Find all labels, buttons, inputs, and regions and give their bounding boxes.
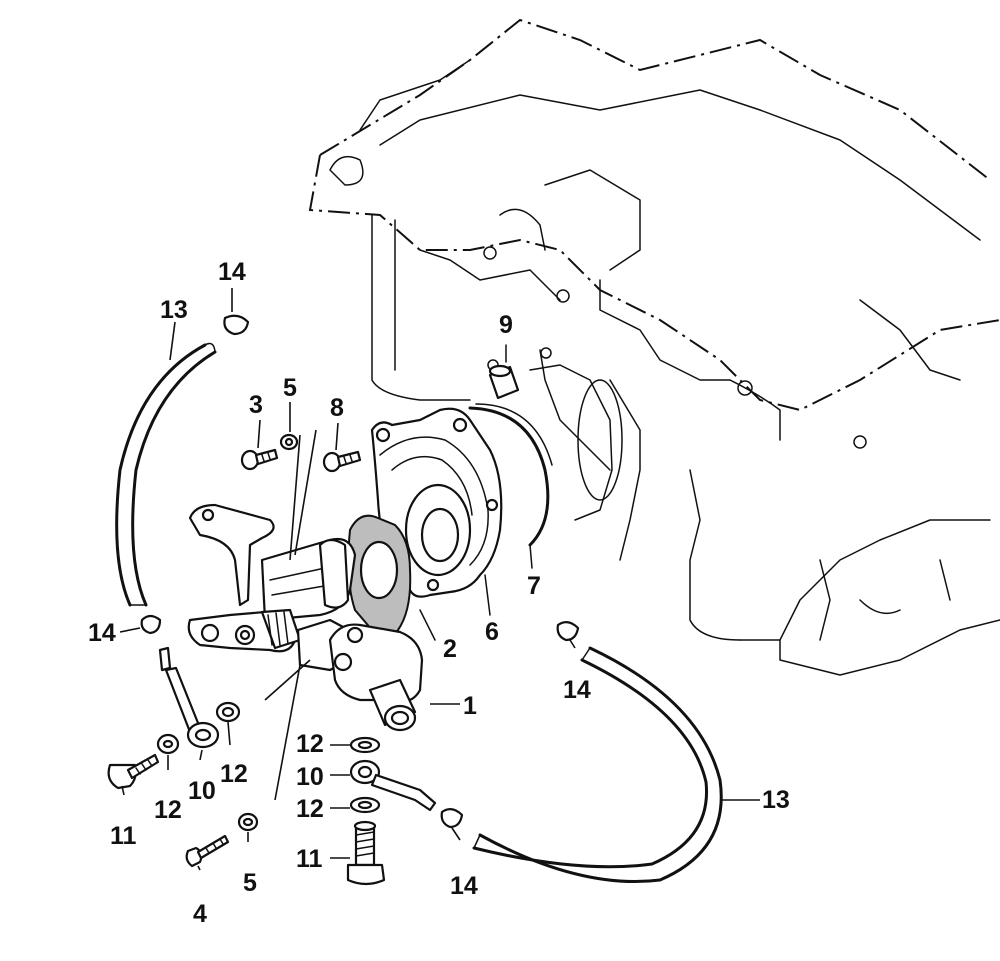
callout-1: 1 xyxy=(463,692,477,720)
left-fitting-set xyxy=(107,646,259,868)
callout-14-c: 14 xyxy=(563,676,591,704)
hose-clamps xyxy=(140,314,580,829)
callout-12-d: 12 xyxy=(296,795,324,823)
part-7-gasket xyxy=(468,403,553,569)
bracket-and-valve-body xyxy=(187,503,357,672)
callout-5-bottom: 5 xyxy=(243,869,257,897)
callout-13-left: 13 xyxy=(160,296,188,324)
hose-right xyxy=(472,646,723,884)
callout-7: 7 xyxy=(527,572,541,600)
callout-10-right: 10 xyxy=(296,763,324,791)
leader-lines xyxy=(119,288,760,871)
callout-11-right: 11 xyxy=(296,845,323,873)
callout-14-d: 14 xyxy=(450,872,478,900)
callout-12-b: 12 xyxy=(220,760,248,788)
callout-2: 2 xyxy=(443,635,457,663)
callout-12-a: 12 xyxy=(154,796,182,824)
callout-8: 8 xyxy=(330,394,344,422)
callout-12-c: 12 xyxy=(296,730,324,758)
engine-case-outline xyxy=(308,18,1000,676)
callout-3: 3 xyxy=(249,391,263,419)
callout-labels: 1 2 3 4 5 5 6 7 8 9 10 10 11 11 12 12 12… xyxy=(88,258,790,928)
callout-11-left: 11 xyxy=(110,822,137,850)
callout-10-left: 10 xyxy=(188,777,216,805)
callout-9: 9 xyxy=(499,311,513,339)
part-2-gasket xyxy=(347,514,436,641)
screws-and-washer xyxy=(240,433,362,473)
callout-13-right: 13 xyxy=(762,786,790,814)
part-9-dowel-sleeve xyxy=(488,344,520,400)
right-fitting-set xyxy=(346,736,437,886)
callout-14-a: 14 xyxy=(218,258,246,286)
callout-6: 6 xyxy=(485,618,499,646)
callout-14-b: 14 xyxy=(88,619,116,647)
hose-left xyxy=(115,342,217,607)
part-1-outlet-body xyxy=(328,623,424,732)
callout-4: 4 xyxy=(193,900,207,928)
callout-5-top: 5 xyxy=(283,374,297,402)
